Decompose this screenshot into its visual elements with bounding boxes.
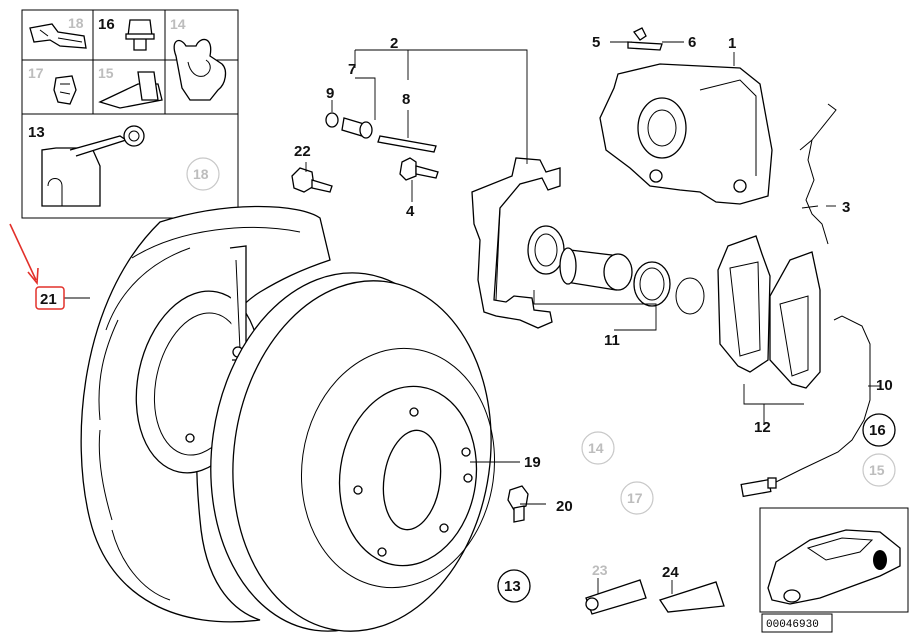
inset-cell-16[interactable]: 16: [98, 16, 155, 51]
inset-cell-17-label: 17: [28, 65, 44, 81]
label-part-7: 7: [348, 61, 356, 78]
label-part-5: 5: [592, 34, 600, 51]
label-part-3: 3: [842, 199, 850, 216]
inset-cell-13-label: 13: [28, 124, 45, 141]
label-part-4: 4: [406, 203, 415, 220]
vehicle-thumbnail: 00046930: [759, 507, 909, 633]
circled-ref-17[interactable]: 17: [620, 481, 654, 515]
inset-cell-18[interactable]: 18: [29, 15, 87, 49]
circled-ref-14[interactable]: 14: [581, 431, 615, 465]
label-part-9: 9: [326, 85, 334, 102]
part-labels: 1 2 3 4 5 6 7 8 9 10 11 12 19 20 22 23 2…: [294, 34, 893, 581]
circled-ref-13[interactable]: 13: [497, 569, 531, 603]
circled-ref-15[interactable]: 15: [862, 453, 896, 487]
label-part-1: 1: [728, 35, 736, 52]
svg-text:18: 18: [193, 166, 209, 182]
svg-text:13: 13: [504, 578, 521, 595]
brake-pads[interactable]: [717, 235, 821, 389]
guide-pins[interactable]: [291, 112, 439, 193]
inset-cell-17[interactable]: 17: [28, 65, 77, 105]
circled-ref-16[interactable]: 16: [862, 413, 896, 447]
highlight-part-21[interactable]: 21: [9, 223, 65, 310]
label-part-19: 19: [524, 454, 541, 471]
label-part-11: 11: [604, 332, 620, 349]
inset-cell-15[interactable]: 15: [98, 65, 163, 109]
wear-sensor[interactable]: [740, 315, 871, 498]
label-part-20: 20: [556, 498, 573, 515]
label-part-22: 22: [294, 143, 311, 160]
caliper-bolts[interactable]: [627, 27, 663, 51]
grease-tube[interactable]: [585, 579, 647, 615]
svg-text:14: 14: [588, 440, 604, 456]
label-part-23: 23: [592, 562, 608, 578]
label-part-12: 12: [754, 419, 771, 436]
label-part-6: 6: [688, 34, 696, 51]
piston-seal-kit[interactable]: [527, 225, 705, 315]
inset-cell-14[interactable]: 14: [170, 16, 227, 101]
svg-text:15: 15: [869, 462, 885, 478]
label-part-21: 21: [40, 291, 57, 308]
brake-disc[interactable]: [188, 256, 513, 636]
brake-caliper[interactable]: [599, 63, 773, 205]
svg-text:16: 16: [869, 422, 886, 439]
inset-cell-14-label: 14: [170, 16, 186, 32]
label-part-24: 24: [662, 564, 679, 581]
leader-lines: [64, 41, 880, 594]
label-part-8: 8: [402, 91, 410, 108]
reference-number: 00046930: [766, 619, 819, 631]
inset-box: 18 16 14 17 15 13: [21, 9, 239, 219]
inset-cell-16-label: 16: [98, 16, 115, 33]
grease-sachet[interactable]: [658, 581, 725, 613]
anti-rattle-spring[interactable]: [799, 103, 837, 245]
circled-ref-18[interactable]: 18: [186, 157, 220, 191]
inset-cell-18-label: 18: [68, 15, 84, 31]
circled-refs: 18 14 17 15 16 13: [186, 157, 896, 603]
svg-text:17: 17: [627, 490, 643, 506]
inset-cell-15-label: 15: [98, 65, 114, 81]
label-part-10: 10: [876, 377, 893, 394]
caliper-carrier[interactable]: [471, 157, 561, 329]
inset-cell-13[interactable]: 13: [28, 124, 145, 207]
label-part-2: 2: [390, 35, 398, 52]
